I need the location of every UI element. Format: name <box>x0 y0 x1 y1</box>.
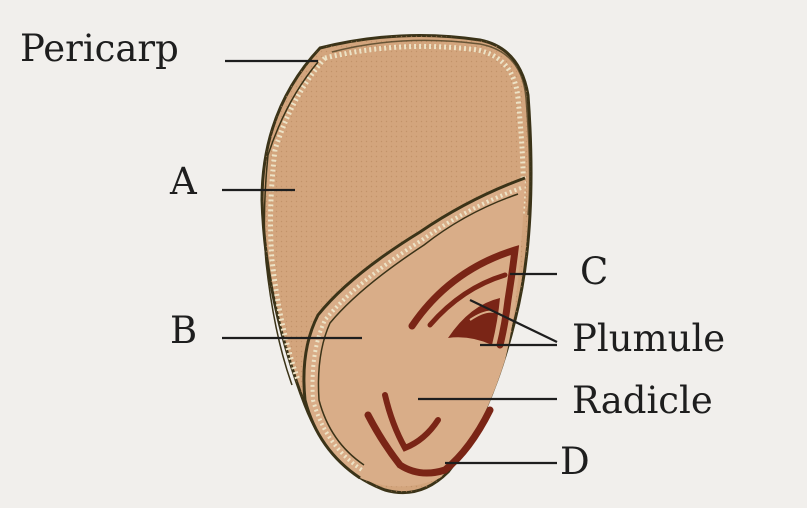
label-radicle: Radicle <box>572 382 713 419</box>
label-plumule: Plumule <box>572 320 725 357</box>
label-a: A <box>170 163 197 200</box>
label-c: C <box>580 253 608 290</box>
label-d: D <box>560 443 590 480</box>
label-pericarp: Pericarp <box>20 30 179 67</box>
label-b: B <box>170 312 197 349</box>
